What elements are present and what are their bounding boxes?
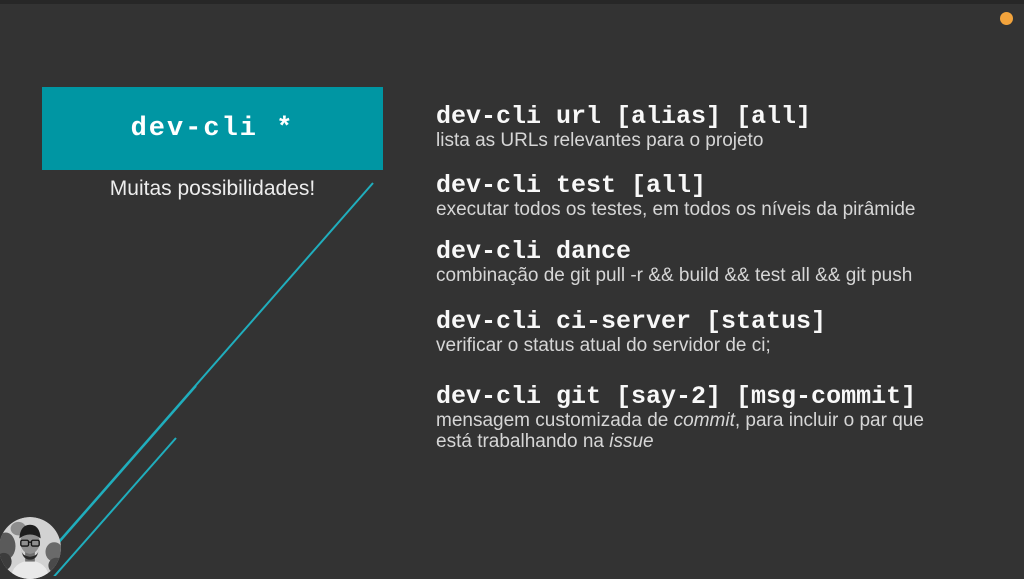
command-list: dev-cli url [alias] [all] lista as URLs … [436,0,948,576]
command-label: dev-cli test [all] [436,171,707,200]
title-box: dev-cli * [42,87,383,170]
subtitle: Muitas possibilidades! [109,177,316,200]
command-item: dev-cli url [alias] [all] lista as URLs … [436,103,948,151]
command-item: dev-cli dance combinação de git pull -r … [436,238,948,286]
slide-top-border [0,0,1024,4]
command-item: dev-cli ci-server [status] verificar o s… [436,308,948,356]
command-item: dev-cli test [all] executar todos os tes… [436,172,948,220]
command-label: dev-cli url [alias] [all] [436,102,812,131]
command-description: mensagem customizada de commit, para inc… [436,410,924,452]
orange-dot [1000,12,1013,25]
command-label: dev-cli git [say-2] [msg-commit] [436,382,917,411]
command-description: verificar o status atual do servidor de … [436,335,771,356]
avatar [0,517,61,579]
command-item: dev-cli git [say-2] [msg-commit] mensage… [436,383,948,452]
title-box-label: dev-cli * [130,113,295,144]
command-label: dev-cli ci-server [status] [436,307,827,336]
command-description: combinação de git pull -r && build && te… [436,265,913,286]
avatar-photo-icon [0,517,61,579]
command-description: executar todos os testes, em todos os ní… [436,199,916,220]
command-label: dev-cli dance [436,237,632,266]
command-description: lista as URLs relevantes para o projeto [436,130,764,151]
